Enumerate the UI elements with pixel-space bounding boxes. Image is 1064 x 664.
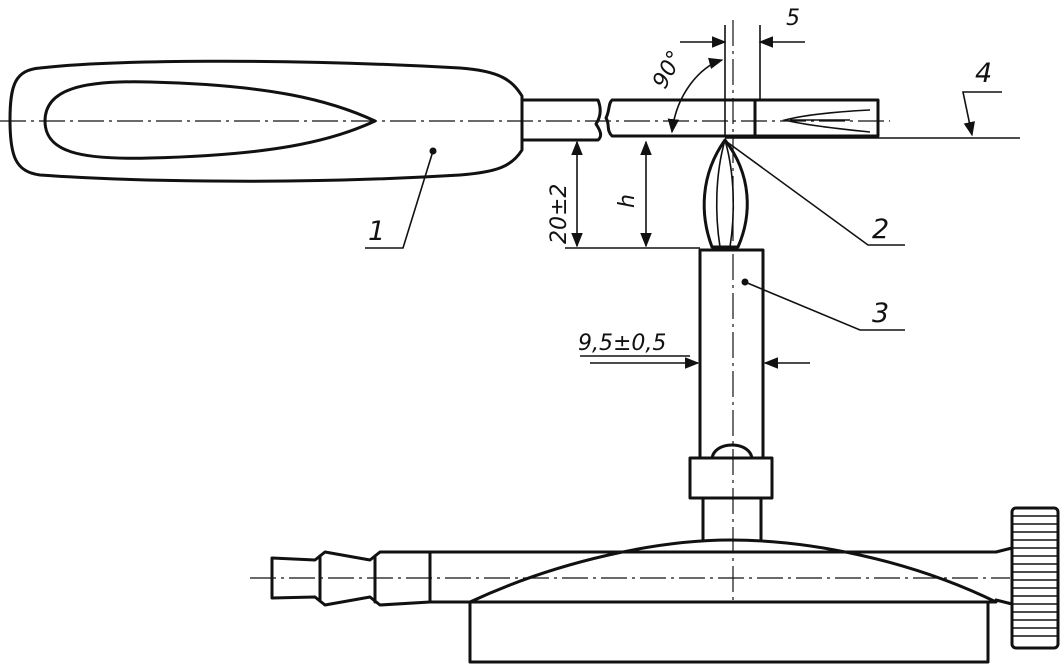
gas-tube [428,550,998,604]
leader-4 [962,91,1002,137]
air-hole [710,443,754,462]
shaft-left [520,98,603,142]
dim-diameter: 9,5±0,5 [578,331,666,356]
handle-groove [43,80,377,160]
flame [702,138,749,249]
leaders [365,141,905,331]
blade-tip [781,109,871,133]
valve-stem [994,546,1014,606]
dim-angle: 90° [648,47,688,93]
burner-tube [698,248,765,462]
burner-base [468,600,990,664]
screwdriver [8,59,880,183]
dim-gap: 20±2 [547,184,572,244]
air-collar [688,456,774,500]
dim-offset: 5 [786,6,800,31]
leader-3 [744,281,905,331]
shaft-right [604,98,880,138]
angle-arc [667,57,724,134]
handle-outline [8,59,524,183]
valve-knob [1010,506,1060,650]
callout-3: 3 [872,298,889,329]
callout-1: 1 [368,216,385,247]
knob-knurl [1012,515,1058,637]
callout-4: 4 [975,58,992,89]
leader-1 [365,150,434,249]
dim-height: h [615,194,640,208]
burner-neck [701,496,763,544]
leader-2 [726,141,905,246]
callout-2: 2 [872,214,889,245]
burner [270,248,1060,664]
dimensions [565,25,1020,369]
